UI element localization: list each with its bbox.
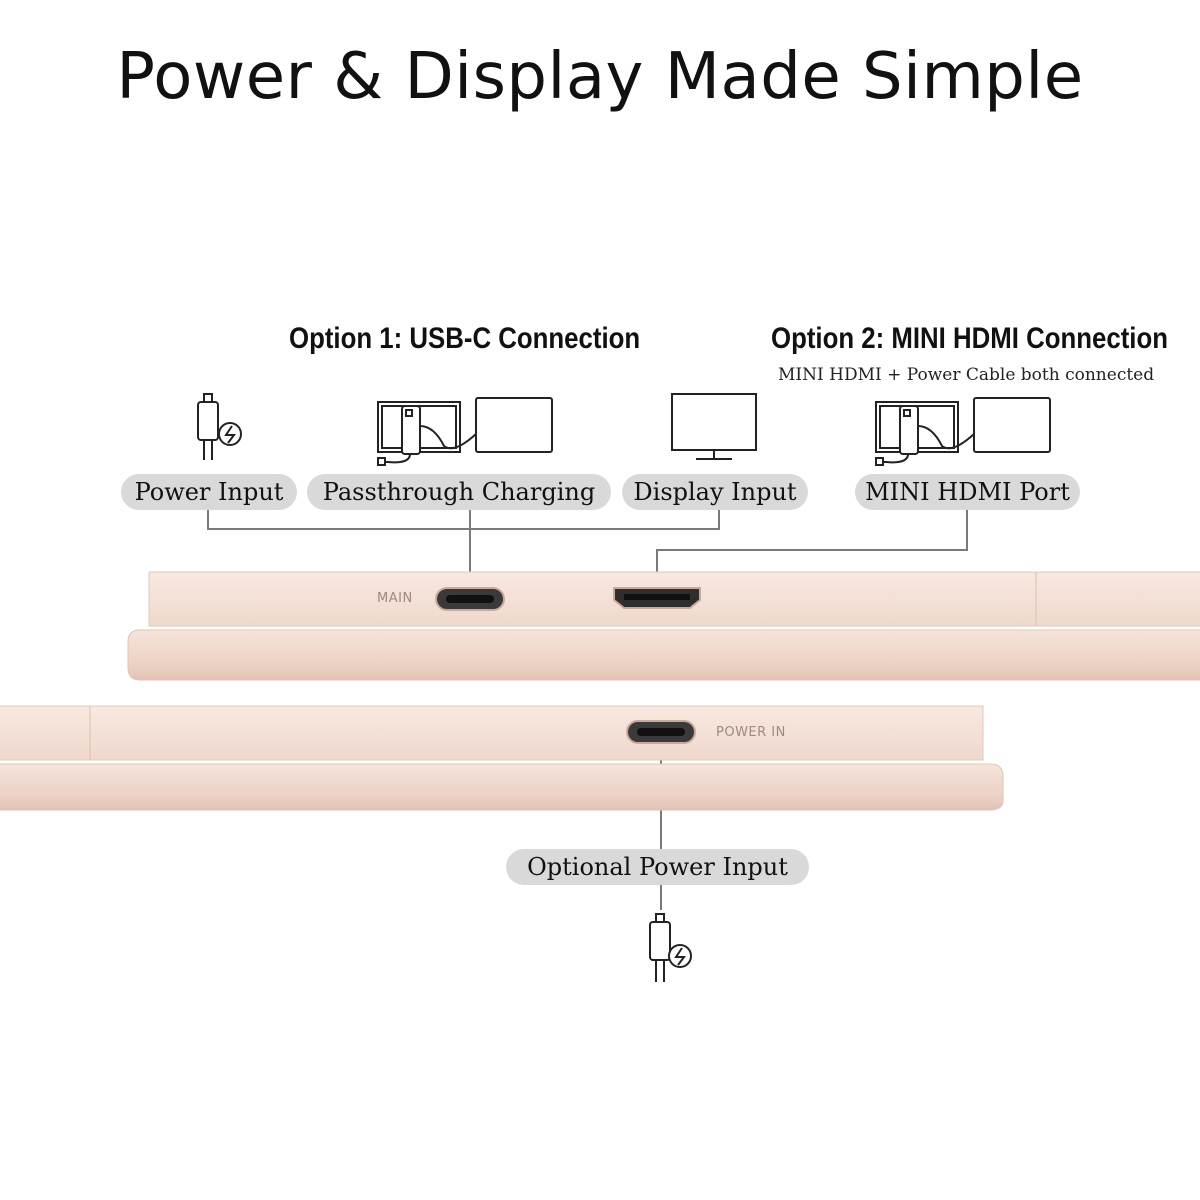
power-input-label: Power Input (121, 474, 297, 510)
usb-c-power-plug-icon (197, 393, 242, 460)
optional-power-input-label: Optional Power Input (506, 849, 809, 885)
passthrough-charging-label: Passthrough Charging (307, 474, 611, 510)
option2-subtitle: MINI HDMI + Power Cable both connected (778, 365, 1155, 385)
option2-heading: Option 2: MINI HDMI Connection (771, 322, 1168, 355)
main-port-label: MAIN (377, 591, 413, 606)
mini-hdmi-port-label: MINI HDMI Port (855, 474, 1080, 510)
laptop-charging-setup-icon (377, 397, 553, 466)
power-in-port-label: POWER IN (716, 725, 786, 740)
usb-c-power-plug-icon (649, 913, 692, 982)
display-input-label: Display Input (622, 474, 808, 510)
monitor-icon (671, 393, 757, 460)
monitor-edge-top (127, 571, 1200, 681)
page-title: Power & Display Made Simple (116, 40, 1084, 114)
laptop-hdmi-setup-icon (875, 397, 1051, 466)
option1-heading: Option 1: USB-C Connection (289, 322, 641, 355)
monitor-edge-bottom (0, 705, 1004, 811)
